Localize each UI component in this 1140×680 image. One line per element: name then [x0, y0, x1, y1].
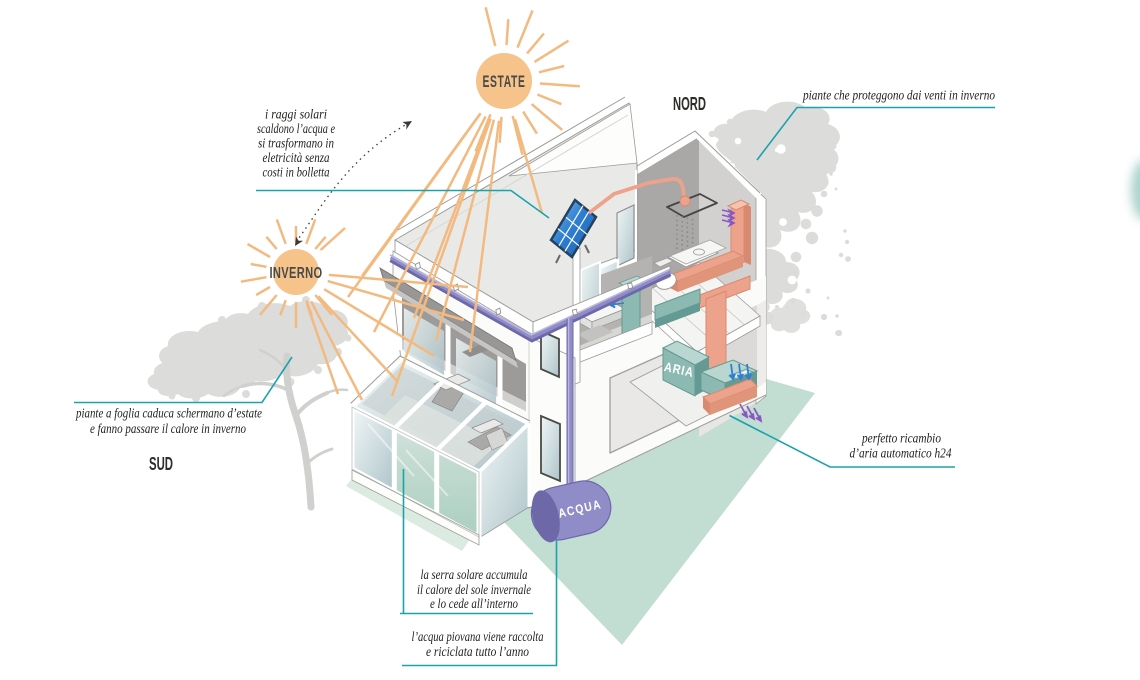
svg-text:l’acqua piovana viene raccolta: l’acqua piovana viene raccolta [412, 629, 544, 644]
svg-text:eletricità senza: eletricità senza [263, 150, 330, 165]
svg-text:ARIA: ARIA [663, 359, 695, 380]
svg-text:ESTATE: ESTATE [483, 72, 526, 91]
svg-text:e lo cede all’interno: e lo cede all’interno [430, 596, 518, 611]
svg-text:il calore del sole invernale: il calore del sole invernale [417, 582, 531, 597]
svg-text:costi in bolletta: costi in bolletta [263, 165, 330, 180]
svg-text:perfetto ricambio: perfetto ricambio [861, 431, 941, 446]
svg-text:si trasformano in: si trasformano in [258, 136, 334, 151]
svg-text:scaldono l’acqua e: scaldono l’acqua e [257, 121, 335, 136]
svg-text:NORD: NORD [673, 94, 706, 114]
svg-text:piante a foglia caduca scherma: piante a foglia caduca schermano d’estat… [75, 406, 262, 421]
svg-text:e fanno passare il calore in i: e fanno passare il calore in inverno [90, 421, 246, 436]
svg-text:SUD: SUD [149, 454, 173, 474]
svg-text:d’aria automatico h24: d’aria automatico h24 [850, 446, 952, 461]
svg-text:INVERNO: INVERNO [270, 265, 323, 282]
svg-text:piante che proteggono dai vent: piante che proteggono dai venti in inver… [802, 88, 995, 103]
svg-text:e riciclata tutto l’anno: e riciclata tutto l’anno [426, 644, 529, 659]
svg-text:i raggi solari: i raggi solari [265, 107, 327, 122]
svg-text:la serra solare accumula: la serra solare accumula [421, 567, 528, 582]
